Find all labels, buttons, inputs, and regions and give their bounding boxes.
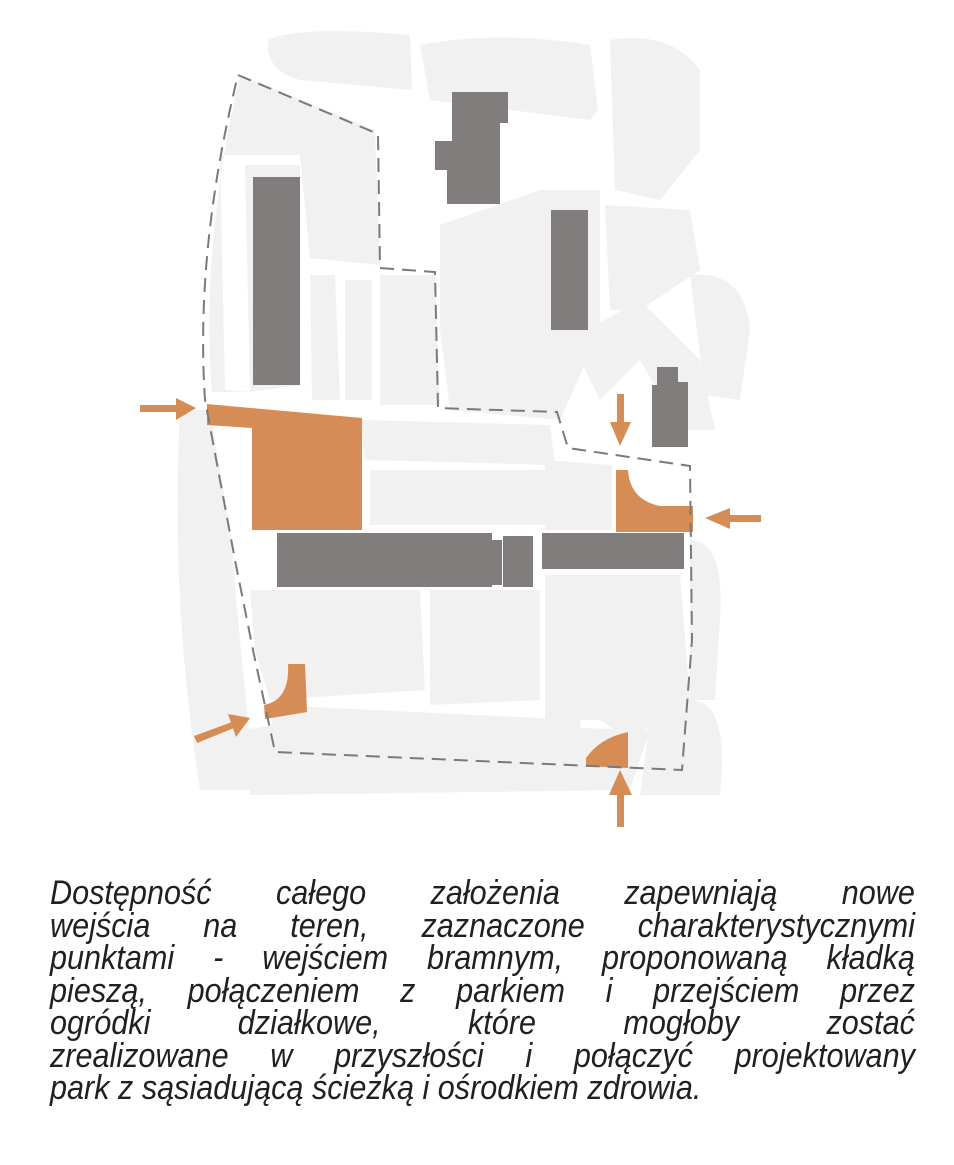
caption: Dostępność całego założenia zapewniają n… bbox=[50, 874, 915, 1107]
arrow-east-icon bbox=[705, 508, 761, 529]
caption-line: pieszą, połączeniem z parkiem i przejści… bbox=[50, 971, 915, 1010]
entrance-areas bbox=[207, 404, 693, 768]
buildings bbox=[253, 92, 688, 587]
arrow-north-icon bbox=[609, 770, 632, 827]
caption-line: ogródki działkowe, które mogłoby zostać bbox=[50, 1004, 915, 1042]
caption-line: wejścia na teren, zaznaczone charakterys… bbox=[50, 906, 915, 945]
arrow-west-icon bbox=[140, 398, 196, 420]
site-boundary bbox=[202, 73, 694, 772]
caption-line: punktami - wejściem bramnym, proponowaną… bbox=[50, 939, 915, 977]
site-plan bbox=[140, 31, 761, 827]
caption-line: zrealizowane w przyszłości i połączyć pr… bbox=[50, 1036, 915, 1075]
arrow-south-icon bbox=[610, 394, 631, 446]
arrow-southwest-icon bbox=[194, 714, 250, 743]
caption-line: Dostępność całego założenia zapewniają n… bbox=[50, 874, 915, 912]
entrance-arrows bbox=[140, 394, 761, 827]
caption-line: park z sąsiadującą ścieżką i ośrodkiem z… bbox=[50, 1069, 702, 1107]
